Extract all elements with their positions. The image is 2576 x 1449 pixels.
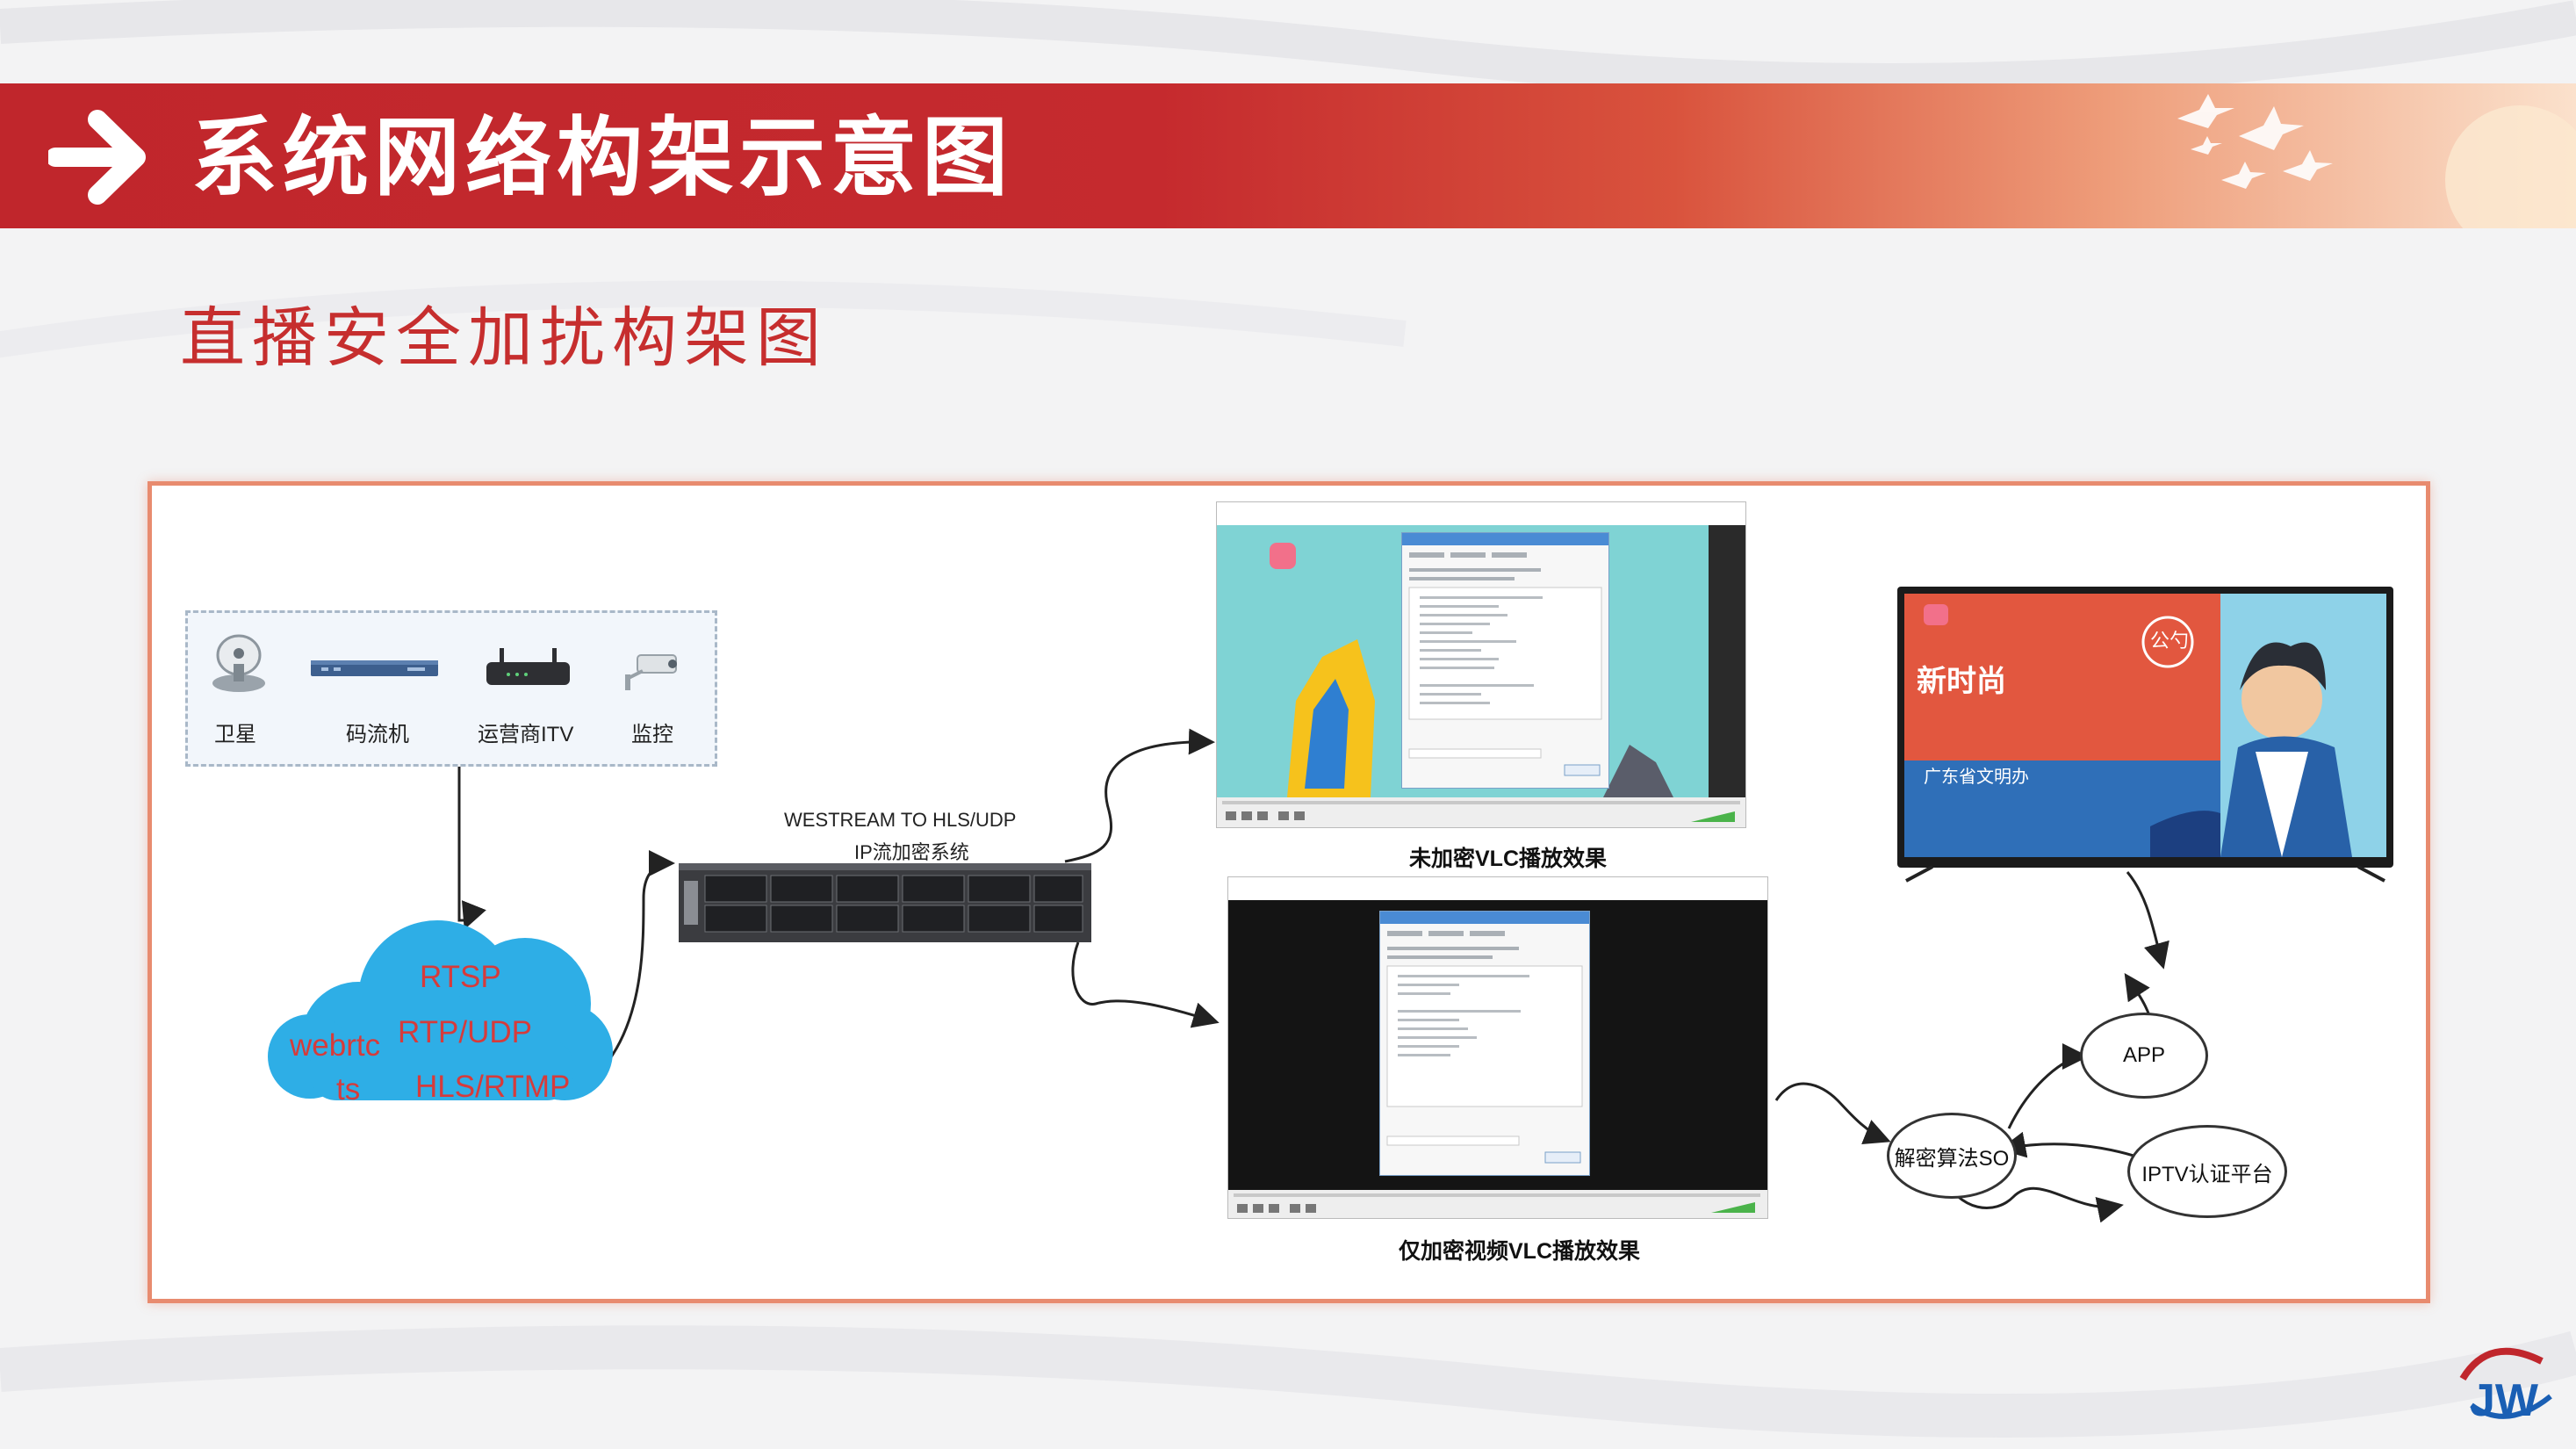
page-title: 系统网络构架示意图 (191, 107, 1014, 208)
connector-arrows (457, 728, 2172, 1223)
cartoon-video-frame (1217, 525, 1745, 797)
cloud-label-webrtc: webrtc (290, 1028, 381, 1063)
caption-video-encrypted: 仅加密视频VLC播放效果 (1399, 1239, 1641, 1264)
server-label-line1: WESTREAM TO HLS/UDP (784, 809, 1017, 831)
satellite-dish-icon (212, 634, 265, 692)
caption-unencrypted: 未加密VLC播放效果 (1409, 847, 1608, 871)
title-bar (0, 83, 2576, 228)
node-iptv-auth: IPTV认证平台 (2127, 1125, 2287, 1218)
source-label-encoder: 码流机 (346, 723, 409, 746)
tv-content (1904, 594, 2386, 857)
cloud-label-rtpudp: RTP/UDP (398, 1015, 532, 1049)
cloud-label-rtsp: RTSP (420, 960, 501, 994)
server-label-line2: IP流加密系统 (854, 841, 969, 863)
vlc-titlebar (1228, 877, 1767, 901)
source-label-monitor: 监控 (631, 723, 673, 746)
tv-banner-text: 新时尚 (1917, 664, 2006, 699)
router-icon (486, 648, 570, 685)
vlc-window-video-encrypted (1227, 876, 1768, 1219)
encoder-rack-icon (311, 660, 438, 676)
source-label-iptv: 运营商ITV (478, 723, 574, 746)
camera-icon (625, 654, 677, 690)
source-label-satellite: 卫星 (214, 723, 256, 746)
cloud-label-ts: ts (336, 1072, 361, 1107)
media-info-dialog (1379, 911, 1590, 1176)
vlc-window-unencrypted (1216, 501, 1746, 828)
node-decrypt-so: 解密算法SO (1887, 1113, 2017, 1199)
sources-box: 卫星 码流机 运营商ITV 监控 (185, 610, 717, 767)
vlc-controls (1217, 797, 1745, 827)
subtitle: 直播安全加扰构架图 (180, 300, 828, 376)
doves-decoration (2177, 94, 2576, 228)
vlc-controls (1228, 1190, 1767, 1218)
tv-sub-text: 广东省文明办 (1924, 766, 2029, 787)
tv-screen: 新时尚 广东省文明办 公勺 (1897, 587, 2393, 868)
jw-logo: JW (2459, 1347, 2552, 1426)
server-rack-icon (679, 863, 1091, 942)
arrow-right-icon (48, 110, 146, 205)
media-info-dialog (1401, 532, 1609, 789)
black-video-frame (1228, 900, 1767, 1190)
svg-text:JW: JW (2470, 1375, 2539, 1426)
tv-stand (1905, 865, 2385, 883)
node-app: APP (2080, 1013, 2208, 1099)
tv-badge-text: 公勺 (2150, 631, 2190, 652)
diagram-frame: 卫星 码流机 运营商ITV 监控 (148, 481, 2430, 1303)
cloud-label-hlsrtmp: HLS/RTMP (415, 1070, 571, 1104)
vlc-titlebar (1217, 502, 1745, 526)
protocol-cloud (268, 920, 613, 1100)
